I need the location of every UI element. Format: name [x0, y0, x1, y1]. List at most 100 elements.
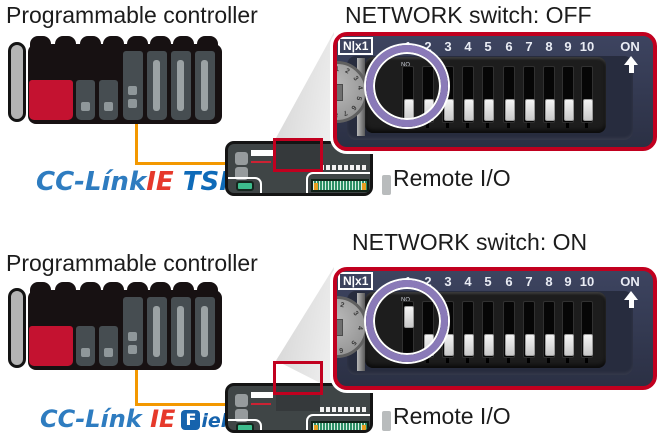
remote-io-label: Remote I/O	[393, 403, 511, 429]
switch-number: 9	[564, 39, 572, 54]
switch-number: 10	[579, 274, 595, 289]
terminal-block	[311, 179, 369, 192]
dip-switch-slider	[484, 99, 494, 121]
device-label-plate	[251, 392, 273, 398]
device-led	[320, 407, 324, 412]
on-label: ON	[620, 39, 640, 54]
plc-io-slot	[201, 306, 208, 357]
ethernet-port	[235, 152, 248, 165]
plc-module-top	[30, 282, 51, 302]
plc-module-button	[128, 345, 137, 354]
switch-number: 10	[579, 39, 595, 54]
on-label: ON	[620, 274, 640, 289]
plc-graphic	[8, 36, 222, 126]
dip-switch-5-off	[482, 301, 494, 363]
plc-io-slot	[177, 306, 184, 357]
dip-switch-6-off	[503, 66, 515, 128]
plc-module-button	[128, 86, 137, 95]
dip-switch-9-off	[562, 301, 574, 363]
dial-digit: 3	[351, 74, 360, 83]
switch-number: 9	[564, 274, 572, 289]
up-arrow-icon	[624, 56, 638, 73]
logo-ie: IE	[150, 405, 176, 433]
plc-module-top	[80, 36, 101, 56]
dip-switch-area	[276, 386, 320, 411]
dip-switch-area	[276, 144, 320, 169]
dial-digit: 6	[349, 103, 358, 111]
dip-switch-10-off	[581, 301, 593, 363]
device-led	[338, 165, 342, 170]
device-led	[356, 407, 360, 412]
dial-digit: 4	[355, 325, 364, 331]
switch-number: 6	[505, 274, 513, 289]
switch-number: 6	[505, 39, 513, 54]
plc-io-module	[195, 51, 215, 120]
network-cable-vertical	[135, 370, 138, 406]
device-led	[362, 165, 366, 170]
plc-module	[99, 80, 118, 120]
device-led	[326, 407, 330, 412]
controller-title: Programmable controller	[6, 250, 258, 276]
plc-io-module	[171, 51, 191, 120]
dip-switch-slider	[583, 99, 593, 121]
plc-module-button	[81, 348, 90, 357]
plc-io-module	[147, 297, 167, 366]
plc-cpu-module	[29, 326, 73, 366]
switch-number: 2	[424, 274, 432, 289]
dial-digit: 5	[354, 95, 363, 101]
network-switch-title: NETWORK switch: OFF	[345, 2, 592, 28]
plc-io-module	[147, 51, 167, 120]
device-led	[326, 165, 330, 170]
device-led	[344, 165, 348, 170]
dial-digit: 5	[349, 338, 358, 346]
plc-graphic	[8, 282, 222, 372]
remote-io-label: Remote I/O	[393, 165, 511, 191]
device-panel-line	[306, 172, 370, 193]
dip-switch-slider	[525, 99, 535, 121]
switch-number: 4	[464, 274, 472, 289]
switch-number: 3	[444, 39, 452, 54]
dip-switch-7-off	[523, 66, 535, 128]
device-led-strip	[251, 161, 271, 163]
switch-number: 5	[484, 39, 492, 54]
dip-switch-5-off	[482, 66, 494, 128]
network-cable-vertical	[135, 124, 138, 165]
plc-module-top	[55, 36, 76, 56]
plc-endcap	[8, 42, 26, 122]
plc-module-button	[104, 102, 113, 111]
up-arrow-head	[624, 56, 638, 65]
device-led	[344, 407, 348, 412]
dial-digit: 4	[355, 85, 363, 91]
switch-highlight-rect	[273, 361, 323, 395]
plc-io-module	[171, 297, 191, 366]
plc-module	[76, 326, 95, 366]
dip-switch-slider	[505, 99, 515, 121]
device-panel-line	[228, 177, 262, 193]
dip-switch-slider	[564, 334, 574, 356]
plc-module	[99, 326, 118, 366]
section-tsn: Programmable controller NETWORK switch: …	[6, 2, 657, 197]
terminal-cap	[362, 425, 366, 430]
plc-module	[76, 80, 95, 120]
switch-highlight-rect	[273, 138, 323, 172]
dial-digit: 1	[335, 65, 340, 74]
dial-digit: 6	[338, 345, 344, 353]
device-led	[338, 407, 342, 412]
controller-title: Programmable controller	[6, 2, 258, 28]
dip-switch-slider	[545, 334, 555, 356]
zoom-beam	[276, 32, 334, 151]
network-switch-title: NETWORK switch: ON	[352, 229, 588, 255]
power-connector	[236, 423, 254, 430]
device-led	[356, 165, 360, 170]
power-connector	[236, 181, 254, 191]
plc-io-slot	[153, 306, 160, 357]
up-arrow-stem	[628, 65, 634, 73]
device-panel-line	[228, 419, 262, 430]
plc-io-module	[195, 297, 215, 366]
plc-io-slot	[201, 60, 208, 111]
cclink-ie-tsn-logo: CC-LínkIE TSN	[36, 167, 241, 197]
terminal-cap	[314, 425, 318, 430]
switch-number: 5	[484, 274, 492, 289]
